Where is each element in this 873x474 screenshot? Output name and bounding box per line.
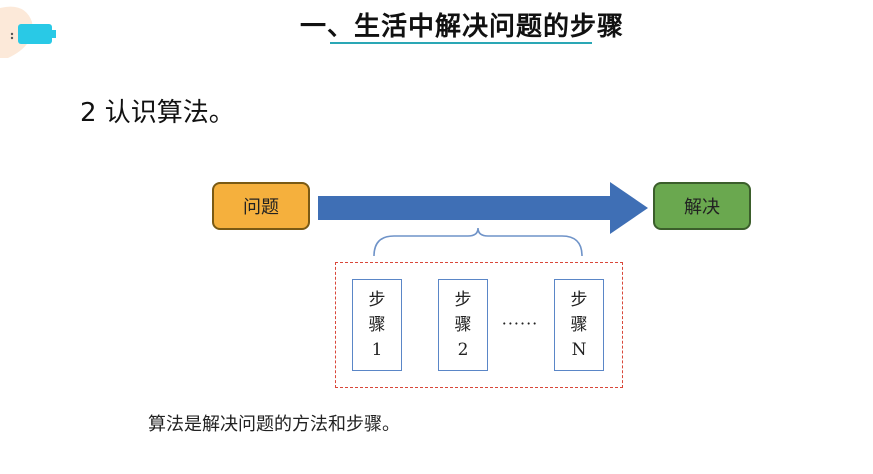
page-title: 一、生活中解决问题的步骤	[300, 12, 625, 42]
step-card-char: 骤	[454, 314, 472, 335]
step-card-number: 1	[371, 339, 383, 360]
step-card-1: 步 骤 1	[352, 279, 402, 371]
step-card-number: N	[571, 339, 587, 360]
step-card-number: 2	[457, 339, 469, 360]
step-card-char: 骤	[368, 314, 386, 335]
step-card-n: 步 骤 N	[554, 279, 604, 371]
solve-box: 解决	[653, 182, 751, 230]
solve-label: 解决	[684, 197, 720, 218]
step-card-2: 步 骤 2	[438, 279, 488, 371]
step-card-char: 步	[570, 289, 588, 310]
section-heading: 2 认识算法。	[80, 98, 235, 128]
step-card-char: 骤	[570, 314, 588, 335]
title-underline	[330, 42, 592, 44]
steps-ellipsis: ······	[501, 314, 539, 333]
definition-caption: 算法是解决问题的方法和步骤。	[148, 414, 400, 435]
steps-frame	[335, 262, 623, 388]
corner-logo-icon	[0, 6, 56, 59]
problem-box: 问题	[212, 182, 310, 230]
right-arrow-icon	[318, 182, 648, 234]
step-card-char: 步	[368, 289, 386, 310]
problem-label: 问题	[243, 197, 279, 218]
step-card-char: 步	[454, 289, 472, 310]
curly-brace-icon	[373, 227, 583, 257]
